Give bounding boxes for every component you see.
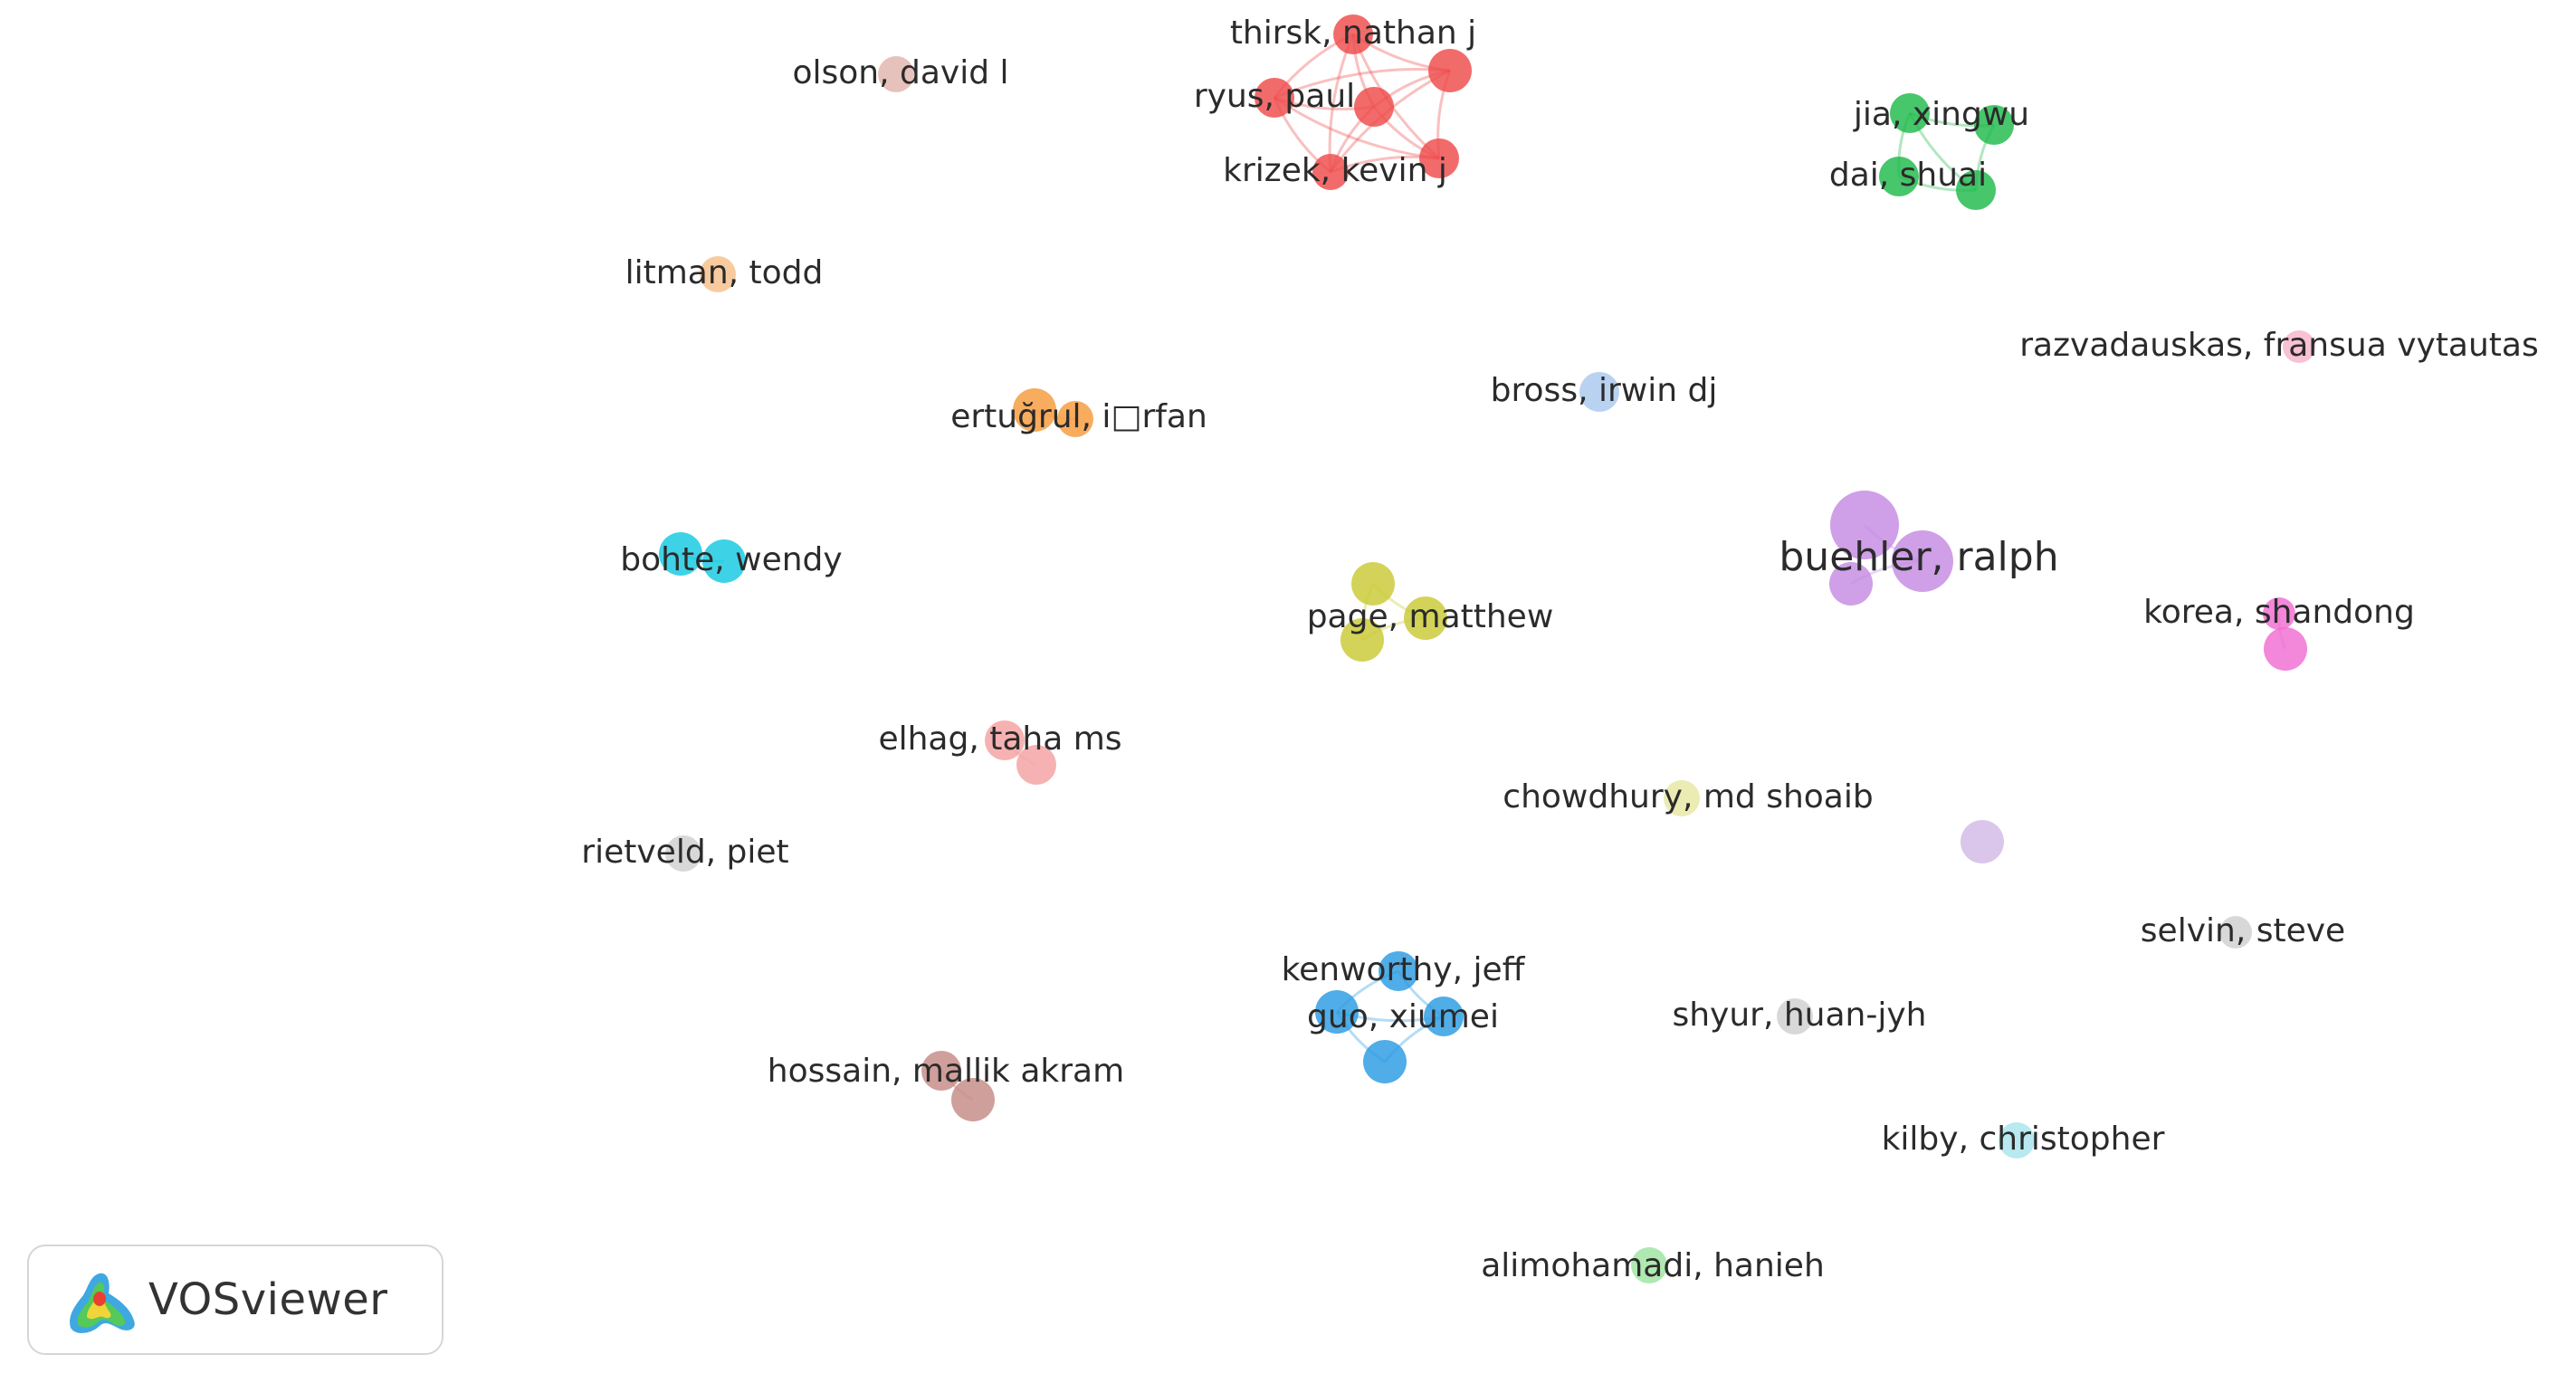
- network-node[interactable]: [878, 56, 914, 92]
- node-label: bohte, wendy: [620, 541, 842, 578]
- network-node[interactable]: [1255, 78, 1294, 118]
- network-node[interactable]: [2283, 330, 2315, 363]
- network-node[interactable]: [1424, 997, 1464, 1036]
- vosviewer-logo-badge: VOSviewer: [27, 1245, 444, 1355]
- network-node[interactable]: [1419, 138, 1459, 178]
- network-node[interactable]: [1363, 1040, 1407, 1083]
- network-link: [1274, 96, 1440, 160]
- network-node[interactable]: [2219, 916, 2252, 949]
- node-label: dai, shuai: [1829, 157, 1987, 194]
- network-node[interactable]: [951, 1078, 995, 1121]
- node-label: rietveld, piet: [581, 834, 788, 871]
- node-label: page, matthew: [1307, 598, 1554, 635]
- node-label: kenworthy, jeff: [1282, 951, 1526, 988]
- network-node[interactable]: [1013, 388, 1056, 432]
- logo-text: VOSviewer: [148, 1274, 388, 1325]
- network-node[interactable]: [1664, 780, 1700, 816]
- network-node[interactable]: [1879, 157, 1919, 196]
- network-node[interactable]: [1312, 154, 1349, 190]
- node-label: elhag, taha ms: [878, 720, 1121, 758]
- node-label: kilby, christopher: [1882, 1121, 2165, 1158]
- node-label: selvin, steve: [2141, 912, 2345, 949]
- network-node[interactable]: [1579, 372, 1619, 412]
- node-label: hossain, mallik akram: [768, 1053, 1124, 1090]
- node-label: jia, xingwu: [1853, 96, 2029, 133]
- node-label: olson, david l: [792, 54, 1008, 91]
- network-node[interactable]: [1016, 745, 1056, 785]
- network-node[interactable]: [1892, 530, 1953, 592]
- network-node[interactable]: [1057, 401, 1093, 437]
- network-link: [1274, 68, 1451, 100]
- node-label: ryus, paul: [1194, 78, 1355, 115]
- network-node[interactable]: [1428, 49, 1472, 92]
- network-node[interactable]: [1777, 998, 1813, 1035]
- network-node[interactable]: [2263, 597, 2295, 630]
- network-node[interactable]: [921, 1051, 961, 1091]
- network-node[interactable]: [1354, 87, 1394, 127]
- node-label: litman, todd: [625, 254, 824, 291]
- network-node[interactable]: [665, 835, 701, 872]
- network-node[interactable]: [1340, 618, 1384, 662]
- node-label: chowdhury, md shoaib: [1503, 778, 1873, 815]
- node-label: razvadauskas, fransua vytautas: [2019, 327, 2539, 364]
- vosviewer-logo-icon: [70, 1273, 135, 1333]
- network-node[interactable]: [1315, 990, 1359, 1034]
- network-node[interactable]: [985, 720, 1025, 760]
- node-label: thirsk, nathan j: [1230, 14, 1476, 52]
- network-node[interactable]: [1999, 1122, 2035, 1159]
- network-node[interactable]: [702, 539, 746, 583]
- network-node[interactable]: [1974, 105, 2014, 145]
- node-label: alimohamadi, hanieh: [1481, 1247, 1825, 1284]
- node-label: buehler, ralph: [1779, 534, 2058, 580]
- node-label: ertuğrul, i□rfan: [950, 398, 1207, 435]
- nodes-layer: [659, 14, 2315, 1283]
- node-label: krizek, kevin j: [1223, 152, 1447, 189]
- network-node[interactable]: [1890, 93, 1930, 133]
- network-node[interactable]: [659, 532, 702, 576]
- node-label: bross, irwin dj: [1491, 372, 1718, 409]
- node-label: guo, xiumei: [1307, 998, 1499, 1035]
- node-label: korea, shandong: [2143, 594, 2415, 631]
- network-node[interactable]: [1829, 562, 1873, 606]
- network-node[interactable]: [2264, 627, 2307, 671]
- node-label: shyur, huan-jyh: [1672, 997, 1926, 1034]
- network-node[interactable]: [1351, 562, 1395, 606]
- network-node[interactable]: [1830, 491, 1899, 559]
- network-node[interactable]: [1956, 170, 1996, 210]
- network-node[interactable]: [1961, 820, 2004, 863]
- labels-layer: thirsk, nathan j olson, david l ryus, paul…: [581, 14, 2538, 1284]
- network-node[interactable]: [1631, 1247, 1667, 1283]
- network-node[interactable]: [700, 256, 736, 292]
- network-node[interactable]: [1404, 596, 1447, 640]
- network-node[interactable]: [1333, 14, 1373, 54]
- network-node[interactable]: [1379, 951, 1418, 991]
